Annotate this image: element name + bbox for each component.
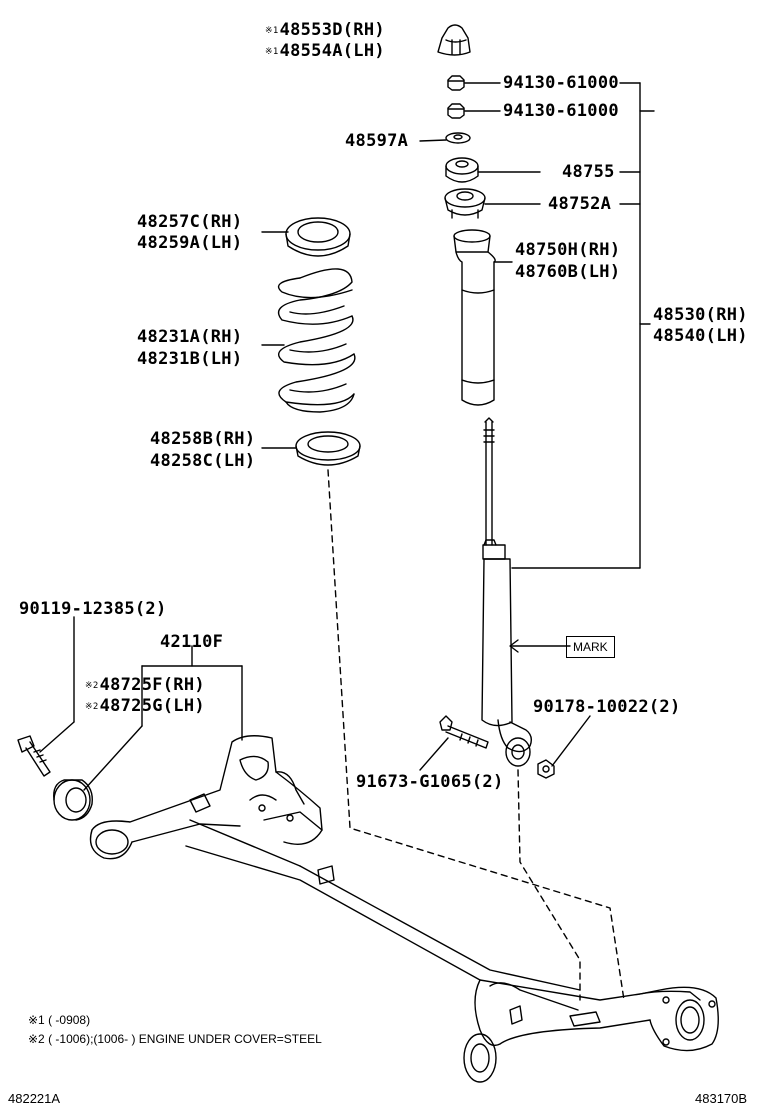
- part-number: 48553D(RH): [279, 20, 385, 40]
- label-48597a: 48597A: [345, 131, 409, 151]
- label-48231a: 48231A(RH): [137, 327, 243, 347]
- label-42110f: 42110F: [160, 632, 224, 652]
- note-mark: ※1: [265, 47, 279, 57]
- label-94130-upper: 94130-61000: [503, 73, 619, 93]
- label-48750h: 48750H(RH): [515, 240, 621, 260]
- label-90119: 90119-12385(2): [19, 599, 167, 619]
- mounting-bolt: [17, 735, 51, 777]
- label-48258b: 48258B(RH): [150, 429, 256, 449]
- washer: [445, 132, 471, 144]
- label-48540: 48540(LH): [653, 326, 748, 346]
- label-48725g: ※248725G(LH): [85, 696, 205, 717]
- label-48530: 48530(RH): [653, 305, 748, 325]
- coil-spring: [277, 268, 356, 413]
- label-94130-lower: 94130-61000: [503, 101, 619, 121]
- note-mark: ※2: [85, 681, 99, 691]
- shock-upper-support: [445, 157, 479, 183]
- note-mark: ※2: [85, 702, 99, 712]
- shock-lower-nut: [537, 759, 555, 779]
- note-mark: ※2: [28, 1032, 45, 1046]
- rear-axle-beam: [89, 735, 719, 1083]
- label-90178: 90178-10022(2): [533, 697, 681, 717]
- dust-boot: [453, 229, 496, 406]
- upper-nut: [447, 75, 465, 91]
- label-48231b: 48231B(LH): [137, 349, 243, 369]
- lower-nut: [447, 103, 465, 119]
- bushing: [53, 779, 93, 821]
- bump-stop-cap: [437, 24, 471, 56]
- label-48725f: ※248725F(RH): [85, 675, 205, 696]
- lower-spring-insulator: [295, 431, 361, 466]
- illustration-code-right: 483170B: [695, 1091, 748, 1106]
- note-1: ※1 ( -0908): [28, 1013, 90, 1027]
- part-number: 48554A(LH): [279, 41, 385, 61]
- shock-lower-bolt: [439, 715, 489, 749]
- label-48258c: 48258C(LH): [150, 451, 256, 471]
- note-2: ※2 ( -1006);(1006- ) ENGINE UNDER COVER=…: [28, 1032, 322, 1046]
- label-48553d: ※148553D(RH): [265, 20, 385, 41]
- note-mark: ※1: [28, 1013, 45, 1027]
- mark-box: MARK: [566, 636, 615, 658]
- upper-spring-insulator: [285, 217, 351, 257]
- label-48259a: 48259A(LH): [137, 233, 243, 253]
- label-48760b: 48760B(LH): [515, 262, 621, 282]
- part-number: 48725G(LH): [99, 696, 205, 716]
- label-48554a: ※148554A(LH): [265, 41, 385, 62]
- part-number: 48725F(RH): [99, 675, 205, 695]
- illustration-code-left: 482221A: [8, 1091, 61, 1106]
- label-91673: 91673-G1065(2): [356, 772, 504, 792]
- note-text: ( -1006);(1006- ) ENGINE UNDER COVER=STE…: [48, 1032, 322, 1046]
- label-48752a: 48752A: [548, 194, 612, 214]
- label-48755: 48755: [562, 162, 615, 182]
- shock-absorber: [481, 417, 533, 767]
- note-mark: ※1: [265, 26, 279, 36]
- label-48257c: 48257C(RH): [137, 212, 243, 232]
- note-text: ( -0908): [48, 1013, 91, 1027]
- shock-bracket: [444, 188, 486, 219]
